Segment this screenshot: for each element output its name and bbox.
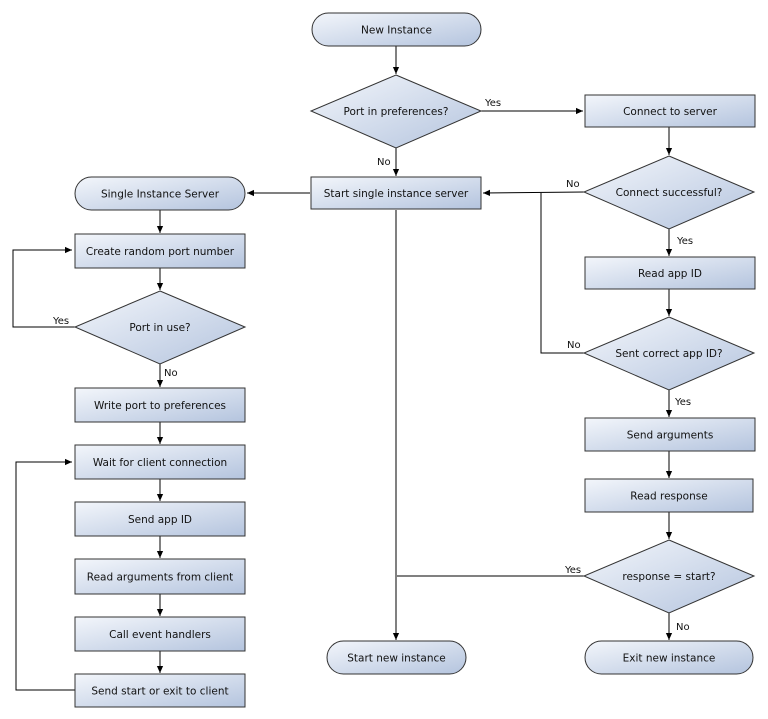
node-read-response: Read response	[584, 478, 754, 513]
label-respstart-no: No	[676, 622, 690, 633]
svg-text:Create random port number: Create random port number	[86, 246, 235, 258]
node-create-random-port: Create random port number	[74, 233, 246, 269]
node-send-arguments: Send arguments	[584, 417, 756, 452]
node-new-instance: New Instance	[311, 12, 482, 47]
edge-inuse-yes	[12, 246, 75, 328]
svg-text:Connect successful?: Connect successful?	[616, 187, 723, 199]
svg-text:Send start or exit to client: Send start or exit to client	[91, 686, 228, 698]
svg-text:Read arguments from client: Read arguments from client	[87, 572, 234, 584]
node-port-in-preferences: Port in preferences?	[309, 74, 483, 149]
node-send-app-id: Send app ID	[74, 501, 246, 537]
label-success-yes: Yes	[676, 236, 693, 247]
node-start-new-instance: Start new instance	[326, 640, 467, 675]
node-wait-for-client: Wait for client connection	[74, 444, 246, 480]
label-sentcorrect-no: No	[567, 340, 581, 351]
edges	[12, 46, 673, 691]
node-read-arguments: Read arguments from client	[74, 558, 246, 595]
edge-success-no	[482, 189, 585, 197]
svg-text:Wait for client connection: Wait for client connection	[93, 457, 227, 469]
label-inuse-no: No	[164, 368, 178, 379]
label-portpref-no: No	[377, 157, 391, 168]
svg-text:Start single instance server: Start single instance server	[324, 188, 469, 200]
svg-text:response = start?: response = start?	[622, 571, 715, 583]
label-success-no: No	[566, 179, 580, 190]
svg-text:Send arguments: Send arguments	[627, 430, 714, 442]
svg-text:Connect to server: Connect to server	[623, 106, 718, 118]
svg-text:Call event handlers: Call event handlers	[109, 629, 211, 641]
node-start-single-instance-server: Start single instance server	[310, 176, 482, 210]
node-read-app-id: Read app ID	[584, 256, 756, 290]
edge-sendstart-loop	[15, 458, 75, 691]
node-write-port: Write port to preferences	[74, 387, 246, 423]
svg-text:Read response: Read response	[630, 491, 707, 503]
svg-text:Start new instance: Start new instance	[347, 653, 446, 665]
label-inuse-yes: Yes	[52, 316, 69, 327]
node-connect-successful: Connect successful?	[582, 155, 756, 230]
svg-text:Exit new instance: Exit new instance	[623, 653, 716, 665]
label-portpref-yes: Yes	[484, 98, 501, 109]
svg-text:Single Instance Server: Single Instance Server	[101, 189, 220, 201]
node-response-start: response = start?	[582, 539, 756, 614]
label-respstart-yes: Yes	[564, 565, 581, 576]
node-port-in-use: Port in use?	[73, 290, 247, 365]
node-exit-new-instance: Exit new instance	[584, 640, 754, 675]
node-sent-correct-app-id: Sent correct app ID?	[582, 316, 756, 391]
node-single-instance-server: Single Instance Server	[74, 176, 246, 211]
svg-text:Read app ID: Read app ID	[638, 268, 702, 280]
svg-text:Send app ID: Send app ID	[128, 514, 192, 526]
svg-text:Port in use?: Port in use?	[129, 322, 190, 334]
node-connect-to-server: Connect to server	[584, 94, 756, 128]
node-send-start-or-exit: Send start or exit to client	[74, 673, 246, 708]
svg-text:Sent correct app ID?: Sent correct app ID?	[615, 348, 722, 360]
svg-text:Port in preferences?: Port in preferences?	[344, 106, 449, 118]
svg-text:Write port to preferences: Write port to preferences	[94, 400, 226, 412]
svg-text:New Instance: New Instance	[361, 25, 432, 37]
edge-labels: Yes No No Yes No Yes Yes No Yes No	[52, 98, 693, 633]
node-call-event-handlers: Call event handlers	[74, 616, 246, 652]
label-sentcorrect-yes: Yes	[674, 397, 691, 408]
edge-sentcorrect-no	[540, 193, 584, 354]
